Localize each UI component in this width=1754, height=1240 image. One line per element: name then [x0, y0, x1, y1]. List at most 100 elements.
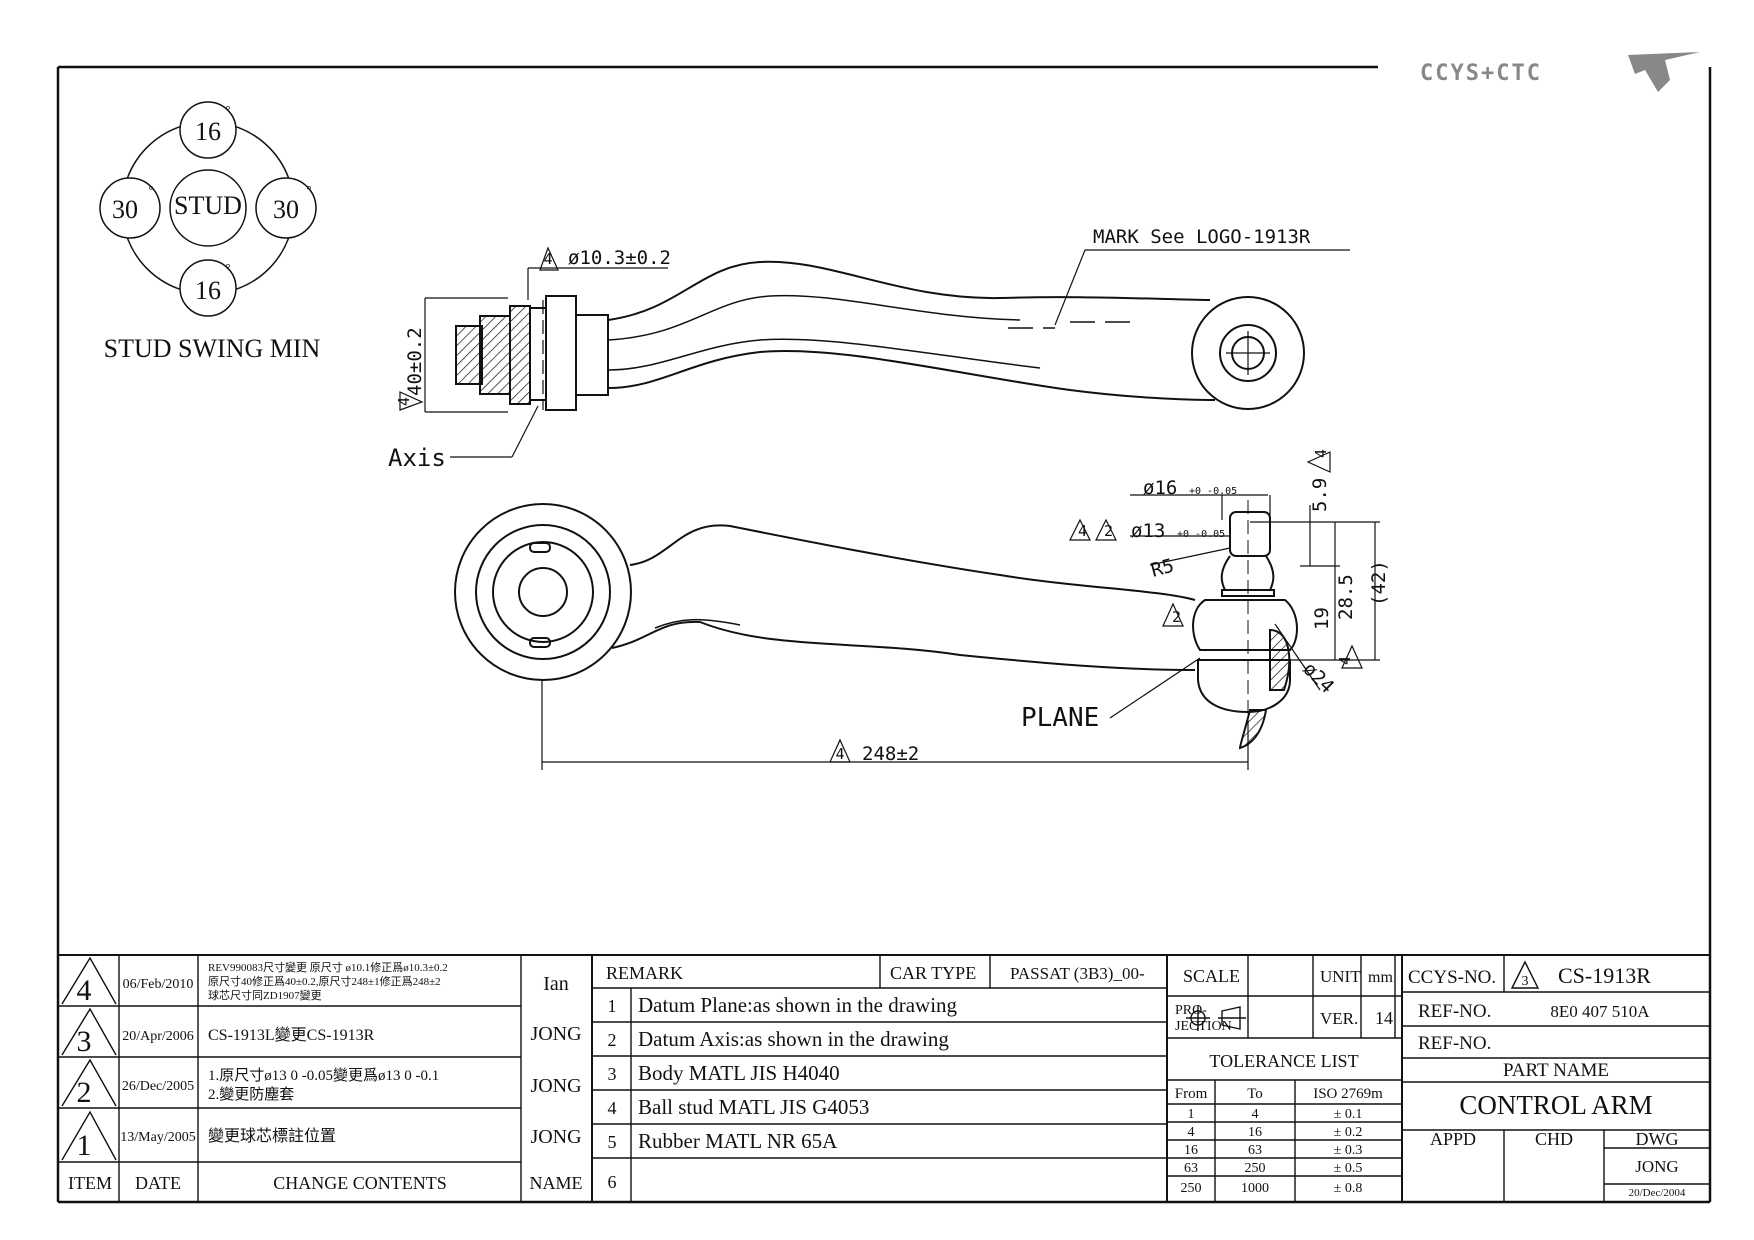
- ref-no-label: REF-NO.: [1418, 1001, 1491, 1022]
- rev-date-1: 13/May/2005: [120, 1130, 195, 1145]
- rev-change-3: CS-1913L變更CS-1913R: [208, 1026, 375, 1044]
- car-type-value: PASSAT (3B3)_00-: [1010, 964, 1145, 983]
- dia13-callout: ø13: [1131, 520, 1165, 542]
- appd-label: APPD: [1430, 1129, 1476, 1149]
- remark-no-2: 2: [608, 1030, 617, 1050]
- title-block: [58, 954, 1710, 1202]
- sheet-border: [56, 65, 1712, 1204]
- remark-text-5: Rubber MATL NR 65A: [638, 1129, 838, 1153]
- plane-callout: PLANE: [1021, 703, 1099, 733]
- swing-right-degree: °: [306, 182, 311, 197]
- dim-5-9-rev-flag: 4: [1312, 449, 1330, 458]
- ref-no-value: 8E0 407 510A: [1550, 1002, 1650, 1021]
- dia13-rev-flags: 4: [1078, 522, 1087, 540]
- tol-from-5: 250: [1181, 1181, 1202, 1196]
- unit-value: mm: [1368, 969, 1393, 986]
- axis-callout: Axis: [388, 444, 446, 472]
- tol-to-3: 63: [1248, 1143, 1262, 1158]
- rev-change-4-line3: 球芯尺寸同ZD1907變更: [208, 988, 322, 1002]
- tol-to-4: 250: [1245, 1161, 1266, 1176]
- tol-from-3: 16: [1184, 1143, 1198, 1158]
- rev-date-4: 06/Feb/2010: [123, 977, 194, 992]
- tol-to-1: 4: [1252, 1107, 1259, 1122]
- ver-value: 14: [1375, 1008, 1393, 1028]
- tol-header-to: To: [1247, 1086, 1263, 1102]
- length-rev-flag: 4: [835, 745, 844, 763]
- rev-change-2-line1: 1.原尺寸ø13 0 -0.05變更爲ø13 0 -0.1: [208, 1067, 439, 1084]
- dim-28-5: 28.5: [1335, 574, 1357, 620]
- dia24-callout: ø24: [1298, 658, 1338, 698]
- swing-right-circle: [255, 177, 317, 239]
- scale-label: SCALE: [1183, 966, 1240, 986]
- remark-no-1: 1: [608, 996, 617, 1016]
- remark-title: REMARK: [606, 963, 683, 983]
- unit-label: UNIT: [1320, 967, 1361, 986]
- length-callout: 248±2: [862, 743, 919, 765]
- logo-text: CCYS+CTC: [1420, 61, 1542, 86]
- tol-iso-4: ± 0.5: [1334, 1161, 1363, 1176]
- remark-text-3: Body MATL JIS H4040: [638, 1061, 840, 1085]
- rev-name-2: JONG: [530, 1075, 581, 1097]
- swing-bottom-degree: °: [225, 260, 230, 275]
- part-name-value: CONTROL ARM: [1459, 1090, 1652, 1120]
- rev-date-2: 26/Dec/2005: [122, 1079, 194, 1094]
- top-dia-rev-flag: 4: [543, 250, 552, 268]
- ccys-no-value: CS-1913R: [1558, 963, 1651, 988]
- dim-5-9: 5.9: [1309, 478, 1331, 512]
- company-logo: CCYS+CTC: [1420, 52, 1700, 92]
- rev-change-4-line1: REV990083尺寸變更 原尺寸 ø10.1修正爲ø10.3±0.2: [208, 960, 448, 974]
- side-view: [454, 500, 1298, 760]
- plane-rev-flag: 2: [1172, 608, 1181, 626]
- logo-mark-icon: [1628, 52, 1700, 92]
- swing-center-label: STUD: [174, 191, 242, 220]
- swing-left-value: 30: [112, 195, 138, 224]
- projection-label-2: JECTION: [1175, 1019, 1232, 1034]
- remark-no-3: 3: [608, 1064, 617, 1084]
- dim-19: 19: [1311, 607, 1333, 630]
- tol-to-2: 16: [1248, 1125, 1262, 1140]
- dia13-tolerance: +0 -0.05: [1177, 529, 1225, 540]
- swing-center-circle: [169, 169, 247, 247]
- tol-iso-3: ± 0.3: [1334, 1143, 1363, 1158]
- rev-item-3: 3: [77, 1025, 92, 1058]
- swing-left-degree: °: [148, 182, 153, 197]
- rev-header-item: ITEM: [68, 1173, 112, 1193]
- revision-triangles: [399, 246, 1363, 763]
- part-name-label: PART NAME: [1503, 1060, 1609, 1081]
- remark-no-6: 6: [608, 1172, 617, 1192]
- remark-no-4: 4: [608, 1098, 617, 1118]
- rev-name-3: JONG: [530, 1023, 581, 1045]
- swing-caption: STUD SWING MIN: [104, 334, 321, 363]
- rev-change-4-line2: 原尺寸40修正爲40±0.2,原尺寸248±1修正爲248±2: [208, 974, 441, 988]
- revision-item-triangles: [61, 956, 1540, 1161]
- tol-from-4: 63: [1184, 1161, 1198, 1176]
- stud-swing-diagram: [99, 101, 317, 317]
- remark-text-2: Datum Axis:as shown in the drawing: [638, 1027, 949, 1051]
- tol-from-1: 1: [1188, 1107, 1195, 1122]
- dia16-callout: ø16: [1143, 477, 1177, 499]
- swing-left-circle: [99, 177, 161, 239]
- r5-callout: R5: [1149, 555, 1177, 582]
- swing-top-circle: [179, 101, 237, 159]
- width-40-rev-flag: 4: [395, 397, 413, 406]
- ccys-no-label: CCYS-NO.: [1408, 967, 1496, 988]
- rev-header-name: NAME: [530, 1173, 583, 1193]
- rev-change-1: 變更球芯標註位置: [208, 1127, 336, 1145]
- rev-date-3: 20/Apr/2006: [122, 1029, 194, 1044]
- chd-label: CHD: [1535, 1129, 1573, 1149]
- swing-bottom-value: 16: [195, 276, 221, 305]
- top-dia-callout: ø10.3±0.2: [568, 247, 671, 269]
- rev-item-2: 2: [77, 1076, 92, 1109]
- ccys-rev-flag: 3: [1522, 974, 1529, 989]
- dimension-lines: [424, 249, 1380, 770]
- dia16-tolerance: +0 -0.05: [1189, 486, 1237, 497]
- tol-iso-1: ± 0.1: [1334, 1107, 1363, 1122]
- projection-label-1: PRO-: [1175, 1003, 1207, 1018]
- swing-bottom-circle: [179, 259, 237, 317]
- tolerance-list-title: TOLERANCE LIST: [1209, 1051, 1358, 1071]
- dwg-date: 20/Dec/2004: [1629, 1187, 1686, 1199]
- rev-change-2-line2: 2.變更防塵套: [208, 1085, 294, 1103]
- rev-item-1: 1: [77, 1129, 92, 1162]
- ref-no-label-2: REF-NO.: [1418, 1033, 1491, 1054]
